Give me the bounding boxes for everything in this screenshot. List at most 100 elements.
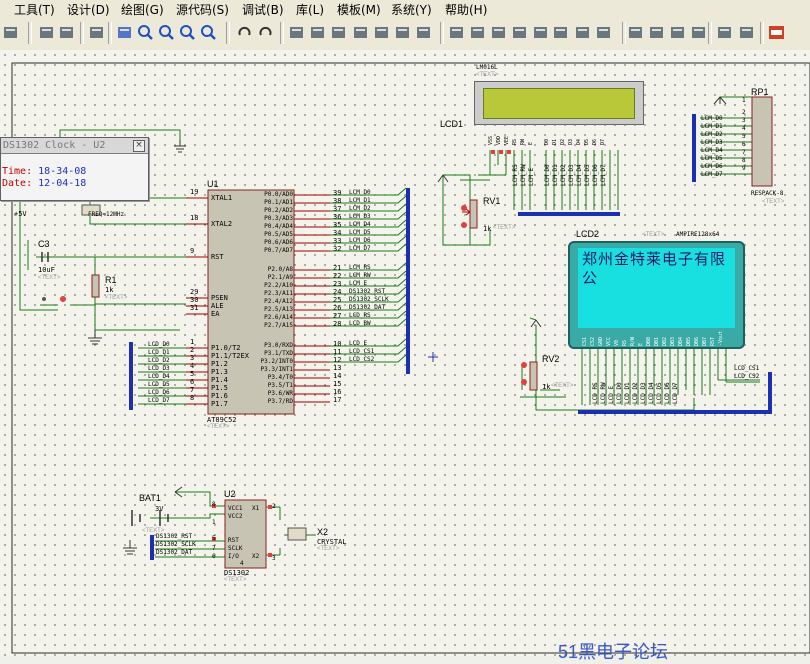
remove-sheet-icon[interactable] [648, 24, 665, 41]
popup-title[interactable]: DS1302 Clock - U2 [1, 138, 148, 154]
refresh-icon[interactable] [38, 24, 55, 41]
u1-pin-label: P1.6 [211, 392, 228, 400]
rv2-text-tag: <TEXT> [551, 383, 574, 389]
u1-pin-number: 10 [333, 340, 342, 348]
design-explorer-icon[interactable] [595, 24, 612, 41]
grid-icon[interactable] [58, 24, 75, 41]
lcd1-ref: LCD1 [440, 119, 464, 129]
c3-ref: C3 [38, 239, 50, 249]
net-label: LCM_D6 [592, 164, 599, 186]
goto-sheet-icon[interactable] [669, 24, 686, 41]
block-copy-icon[interactable] [352, 24, 369, 41]
paste-icon[interactable] [330, 24, 347, 41]
lcd2-pin-label: DB1 [654, 336, 660, 346]
zoom-out-icon[interactable] [158, 24, 175, 41]
zoom-area-icon[interactable] [200, 24, 217, 41]
new-sheet-icon[interactable] [627, 24, 644, 41]
u1-pin-number: 36 [333, 213, 342, 221]
lcd1-module[interactable] [474, 81, 644, 125]
zoom-in-icon[interactable] [137, 24, 154, 41]
u1-pin-number: 17 [333, 396, 342, 404]
export-icon[interactable] [690, 24, 707, 41]
rv2-value: 1k [542, 383, 551, 391]
lcd2-pin-label: E [638, 342, 644, 346]
net-label: LCD_D6 [664, 382, 671, 404]
packaging-icon[interactable] [490, 24, 507, 41]
erc-icon[interactable] [738, 24, 755, 41]
page-icon[interactable] [2, 24, 19, 41]
net-label: LCM_D5 [701, 155, 723, 162]
u2-pin-label: VCC1 [228, 505, 243, 512]
zoom-all-icon[interactable] [179, 24, 196, 41]
u1-pin-number: 22 [333, 272, 342, 280]
u1-pin-label: P1.0/T2 [211, 344, 241, 352]
toolbar-separator [80, 22, 84, 44]
property-icon[interactable] [574, 24, 591, 41]
u1-pin-number: 16 [333, 388, 342, 396]
u1-pin-number: 12 [333, 356, 342, 364]
rp1-part: RESPACK-8 [751, 190, 784, 197]
menu-debug[interactable]: 调试(B) [242, 3, 284, 17]
net-label: LCM_D5 [584, 164, 591, 186]
lcd2-module[interactable]: 郑州金特莱电子有限公 [568, 241, 745, 349]
net-label: LCD_D1 [624, 382, 631, 404]
u1-pin-label: P0.2/AD2 [264, 207, 293, 214]
wire-autorouter-icon[interactable] [532, 24, 549, 41]
undo-icon[interactable] [236, 24, 253, 41]
menu-help[interactable]: 帮助(H) [445, 3, 488, 17]
u1-pin-number: 4 [190, 362, 195, 370]
search-icon[interactable] [552, 24, 569, 41]
net-label: LCM_D0 [701, 115, 723, 122]
menu-system[interactable]: 系统(Y) [391, 3, 432, 17]
close-icon[interactable]: × [133, 140, 145, 152]
menu-template[interactable]: 模板(M) [337, 3, 381, 17]
menu-design[interactable]: 设计(D) [67, 3, 110, 17]
u1-pin-label: P1.1/T2EX [211, 352, 249, 360]
net-label: LCM_RS [512, 164, 519, 186]
lcd1-pin-label: D4 [576, 138, 582, 145]
lcd2-text-tag: <TEXT> [642, 232, 665, 238]
bom-icon[interactable] [716, 24, 733, 41]
block-move-icon[interactable] [373, 24, 390, 41]
copy-icon[interactable] [309, 24, 326, 41]
u1-pin-label: P3.4/T0 [267, 374, 293, 381]
u1-pin-label: ALE [211, 302, 224, 310]
u2-pin-label: X2 [252, 553, 260, 560]
redo-icon[interactable] [257, 24, 274, 41]
make-device-icon[interactable] [469, 24, 486, 41]
net-label: LCM_D3 [701, 139, 723, 146]
menu-tools[interactable]: 工具(T) [14, 3, 55, 17]
u1-pin-label: P3.6/WR [267, 390, 293, 397]
menu-library[interactable]: 库(L) [296, 3, 325, 17]
u1-pin-number: 11 [333, 348, 342, 356]
u1-pin-number: 8 [190, 394, 195, 402]
toolbar-separator [622, 22, 626, 44]
rp1-pin-number: 7 [742, 149, 746, 156]
u1-pin-label: P1.2 [211, 360, 228, 368]
net-label: LCM_D7 [349, 245, 371, 252]
decompose-icon[interactable] [511, 24, 528, 41]
lcd1-part: LM016L [476, 64, 498, 71]
net-label: DS1302_DAT [349, 304, 386, 311]
toolbar-separator [440, 22, 444, 44]
u1-pin-label: P0.6/AD6 [264, 239, 293, 246]
ares-icon[interactable] [768, 24, 785, 41]
origin-icon[interactable] [88, 24, 105, 41]
block-rotate-icon[interactable] [394, 24, 411, 41]
u2-pin-label: SCLK [228, 545, 243, 552]
net-label: LCM_E [349, 280, 368, 287]
block-delete-icon[interactable] [415, 24, 432, 41]
net-label: LCM_D0 [544, 164, 551, 186]
lcd1-pin-label: D5 [584, 138, 590, 145]
net-label: LCM_RW [349, 272, 371, 279]
ds1302-clock-popup[interactable]: DS1302 Clock - U2 × Time: 18-34-08 Date:… [0, 137, 149, 201]
u1-pin-number: 1 [190, 338, 195, 346]
menu-graph[interactable]: 绘图(G) [121, 3, 164, 17]
u1-pin-number: 15 [333, 380, 342, 388]
toolbar-separator [760, 22, 764, 44]
pan-icon[interactable] [116, 24, 133, 41]
pick-device-icon[interactable] [448, 24, 465, 41]
menu-source[interactable]: 源代码(S) [176, 3, 229, 17]
cut-icon[interactable] [288, 24, 305, 41]
